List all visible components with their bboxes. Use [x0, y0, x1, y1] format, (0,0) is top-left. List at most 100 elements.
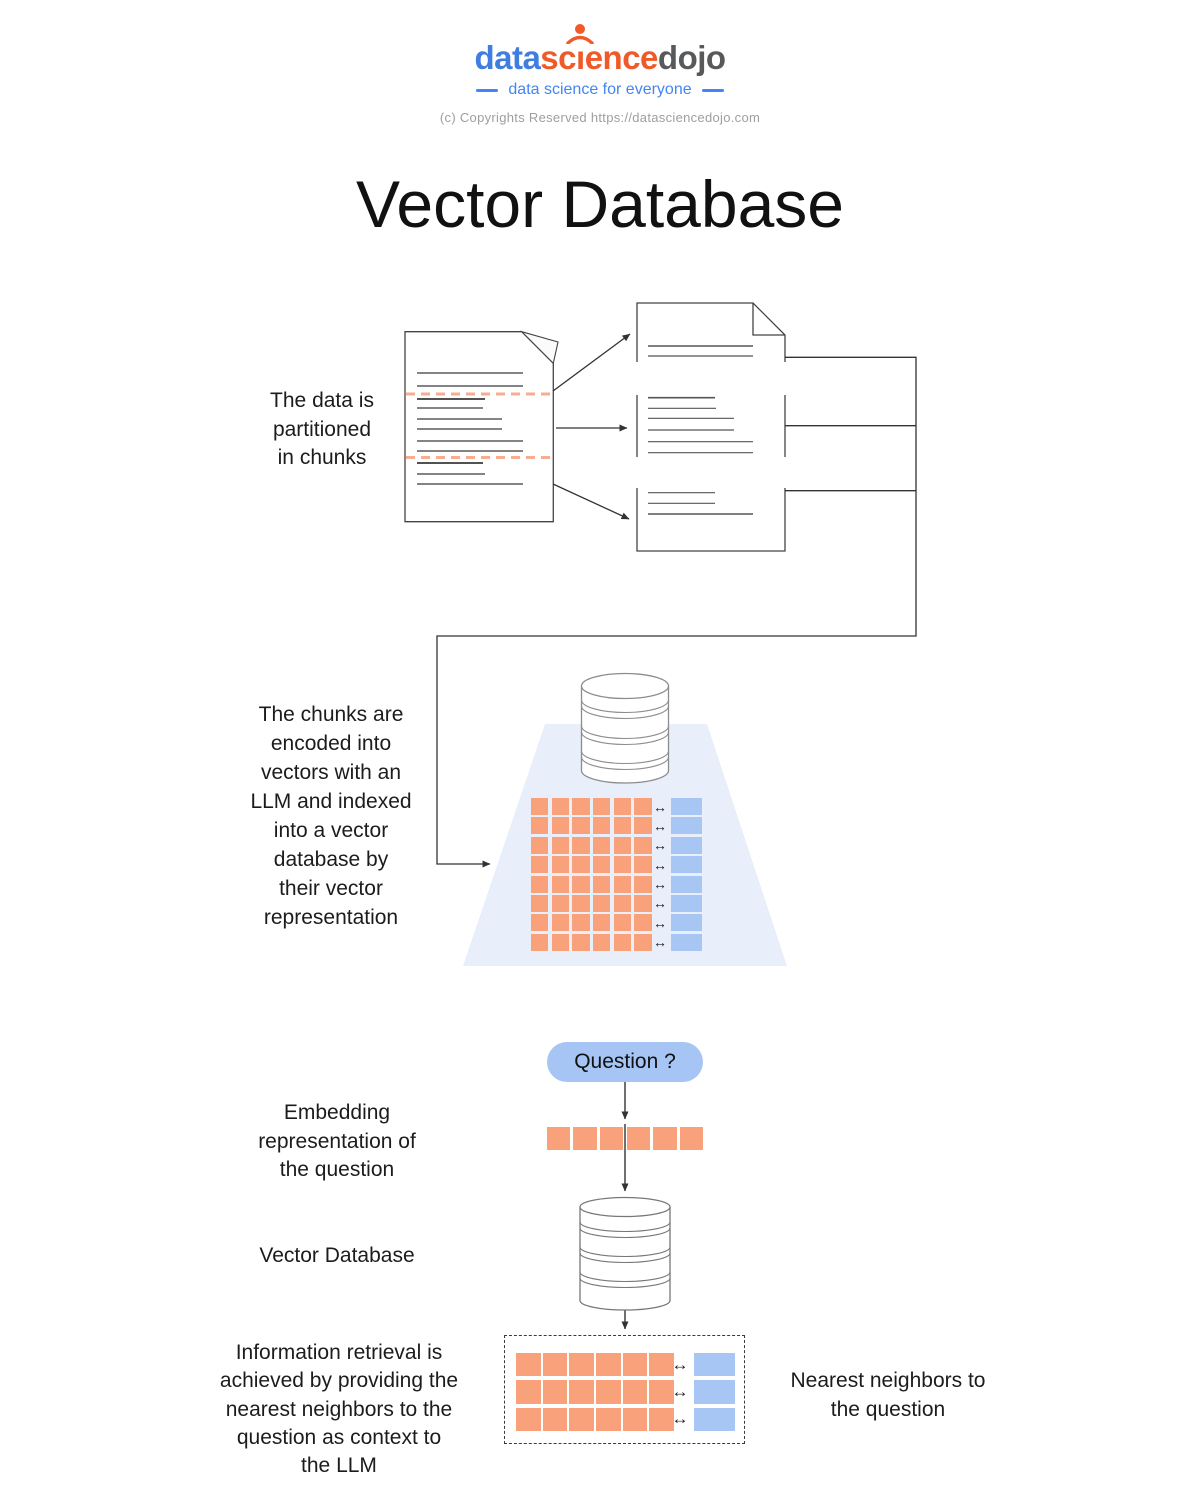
cell — [551, 914, 569, 932]
cell — [542, 1407, 568, 1431]
cell — [569, 1407, 595, 1431]
cell — [569, 1353, 595, 1377]
cell — [572, 817, 590, 835]
cell — [671, 894, 703, 912]
person-icon — [566, 24, 595, 44]
cell — [634, 933, 652, 951]
cell — [542, 1380, 568, 1404]
cell — [531, 836, 549, 854]
logo-letter-i: ı — [566, 24, 595, 78]
cell — [671, 817, 703, 835]
cell — [593, 798, 611, 815]
cell — [671, 875, 703, 893]
cell — [613, 875, 632, 893]
cell — [551, 894, 569, 912]
retrieval-result-box — [504, 1335, 745, 1444]
logo-tagline: data science for everyone — [0, 81, 1200, 99]
cell — [593, 894, 611, 912]
cell: ↔ — [653, 817, 667, 834]
cell: ↔ — [653, 856, 667, 873]
cell — [694, 1380, 736, 1404]
cell — [531, 914, 549, 932]
cell — [593, 856, 611, 874]
logo-i-stem: ı — [576, 39, 585, 76]
note-partition: The data is partitioned in chunks — [270, 389, 374, 470]
cell — [593, 875, 611, 893]
cell — [649, 1380, 675, 1404]
cell — [671, 914, 703, 932]
cell — [634, 817, 652, 835]
cell — [626, 1127, 651, 1151]
cell: ↔ — [653, 914, 667, 931]
cell — [596, 1407, 621, 1431]
source-document-text-lines — [417, 372, 523, 485]
cell — [613, 856, 632, 874]
cell — [613, 836, 632, 854]
copyright-text: (c) Copyrights Reserved https://datascie… — [439, 110, 761, 125]
cell — [671, 836, 703, 854]
cell — [613, 933, 632, 951]
chunked-document — [636, 302, 786, 552]
cell — [593, 914, 611, 932]
cell — [593, 817, 611, 835]
cell — [634, 894, 652, 912]
cell — [531, 856, 549, 874]
tagline-dash-right — [701, 88, 724, 92]
cell — [551, 798, 569, 815]
question-pill: Question ? — [547, 1042, 703, 1082]
result-vector-matrix — [516, 1353, 675, 1431]
cell — [531, 894, 549, 912]
logo-word-science-post: ence — [584, 39, 659, 76]
db-cylinder-query-icon — [579, 1196, 671, 1311]
label-vector-database: Vector Database — [259, 1244, 415, 1267]
cell — [680, 1127, 704, 1151]
cell — [671, 856, 703, 874]
chunk-text-lines — [648, 345, 753, 515]
result-neighbor-column — [694, 1353, 736, 1431]
cell — [531, 798, 549, 815]
note-embedding: Embedding representation of the question — [258, 1101, 416, 1182]
note-nearest-neighbors: Nearest neighbors to the question — [790, 1369, 986, 1421]
cell — [551, 856, 569, 874]
cell: ↔ — [671, 1409, 689, 1429]
cell — [531, 875, 549, 893]
cell — [572, 798, 590, 815]
cell — [551, 817, 569, 835]
cell — [653, 1127, 677, 1151]
index-neighbor-column — [671, 798, 703, 951]
cell — [634, 836, 652, 854]
cell — [531, 817, 549, 835]
cell — [622, 1380, 648, 1404]
tagline-text: data science for everyone — [508, 81, 692, 98]
cell — [671, 798, 703, 815]
cell: ↔ — [653, 798, 667, 815]
cell — [634, 856, 652, 874]
logo-word-science-pre: sc — [540, 39, 577, 76]
cell — [600, 1127, 624, 1151]
note-retrieval: Information retrieval is achieved by pro… — [219, 1341, 459, 1478]
cell — [551, 933, 569, 951]
cell — [542, 1353, 568, 1377]
note-encoding: The chunks are encoded into vectors with… — [250, 703, 412, 929]
cell: ↔ — [671, 1354, 689, 1374]
logo-word-data: data — [474, 39, 541, 76]
cell — [596, 1353, 621, 1377]
cell — [622, 1353, 648, 1377]
cell: ↔ — [653, 837, 667, 854]
cell — [694, 1353, 736, 1377]
cell — [516, 1353, 541, 1377]
index-vector-matrix — [531, 798, 652, 951]
partition-dashed-lines — [406, 392, 553, 459]
cell — [649, 1407, 675, 1431]
cell — [572, 914, 590, 932]
logo-word-dojo: dojo — [657, 39, 726, 76]
cell — [649, 1353, 675, 1377]
cell — [551, 836, 569, 854]
cell — [593, 933, 611, 951]
query-embedding-vector — [546, 1127, 704, 1151]
cell — [593, 836, 611, 854]
result-link-arrows: ↔↔↔ — [665, 1353, 695, 1431]
